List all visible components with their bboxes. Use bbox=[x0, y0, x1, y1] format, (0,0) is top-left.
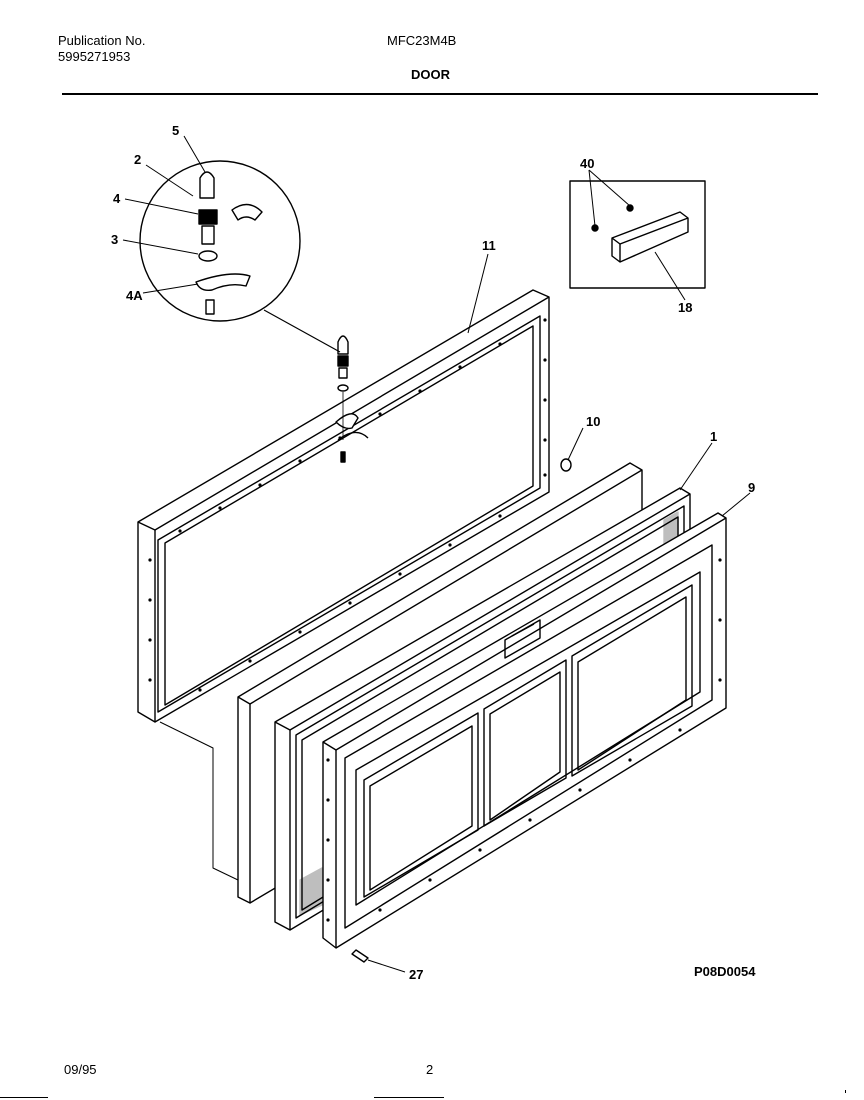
callout-10: 10 bbox=[586, 414, 600, 429]
callout-2: 2 bbox=[134, 152, 141, 167]
screw-27 bbox=[351, 949, 369, 963]
callout-1: 1 bbox=[710, 429, 717, 444]
detail-circle bbox=[139, 160, 341, 353]
revision-date: 09/95 bbox=[64, 1062, 97, 1077]
callout-40: 40 bbox=[580, 156, 594, 171]
outer-door-part bbox=[322, 512, 727, 949]
callout-9: 9 bbox=[748, 480, 755, 495]
handle-detail-box bbox=[569, 180, 706, 289]
callout-4a: 4A bbox=[126, 288, 143, 303]
screw-10 bbox=[560, 458, 572, 472]
footer-rule-left bbox=[0, 1097, 48, 1098]
callout-3: 3 bbox=[111, 232, 118, 247]
door-frame-part bbox=[137, 289, 550, 723]
callout-11: 11 bbox=[482, 238, 496, 253]
callout-4: 4 bbox=[113, 191, 121, 206]
drawing-code: P08D0054 bbox=[694, 964, 756, 979]
section-title: DOOR bbox=[411, 67, 450, 82]
footer-rule-center bbox=[374, 1097, 444, 1098]
callout-27: 27 bbox=[409, 967, 423, 982]
publication-label: Publication No. bbox=[58, 33, 146, 48]
hinge-lock-stack bbox=[335, 335, 369, 463]
callout-18: 18 bbox=[678, 300, 692, 315]
callout-5: 5 bbox=[172, 123, 179, 138]
header-rule bbox=[62, 93, 818, 95]
footer-mark-right bbox=[845, 1090, 846, 1093]
model-number: MFC23M4B bbox=[387, 33, 457, 48]
page-number: 2 bbox=[426, 1062, 434, 1077]
publication-number: 5995271953 bbox=[58, 49, 131, 64]
